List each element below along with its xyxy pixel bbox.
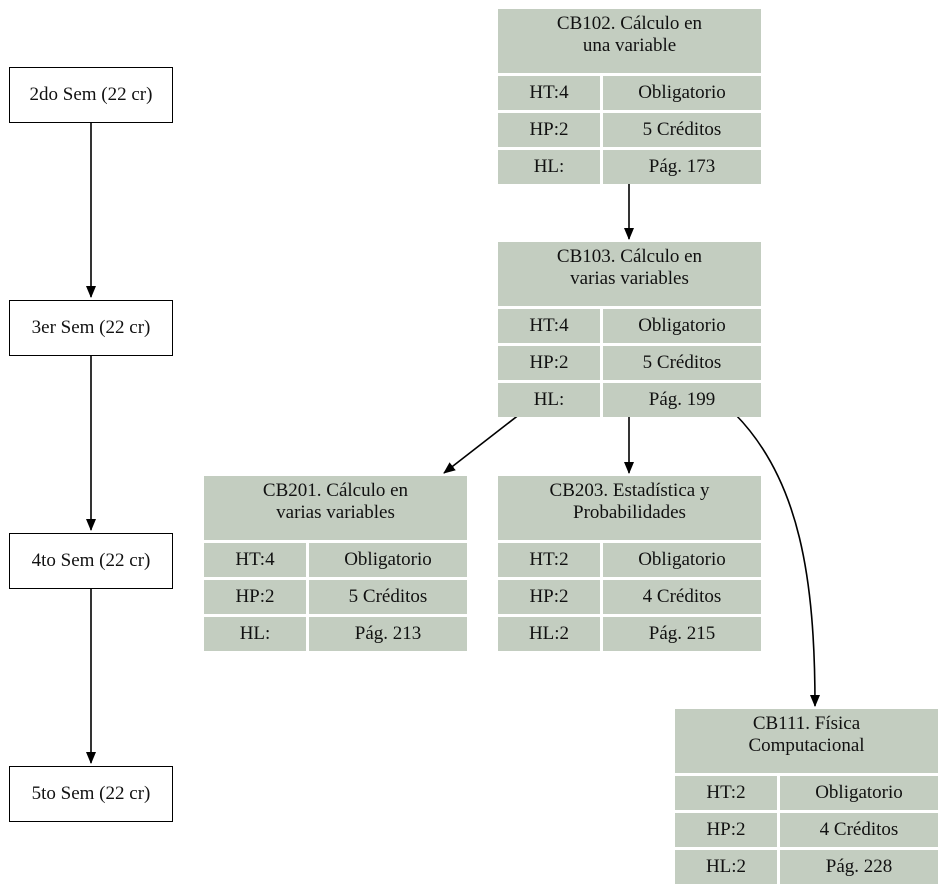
hp-cell: HP:2 [498,113,600,147]
course-title-line1: CB102. Cálculo en [556,13,703,34]
ht-cell: HT:2 [675,776,777,810]
course-title-line2: varias variables [570,268,689,289]
semester-4-box: 4to Sem (22 cr) [9,533,173,589]
course-title: CB201. Cálculo en varias variables [204,476,467,540]
course-title-line2: Computacional [748,735,865,756]
ht-cell: HT:4 [498,76,600,110]
hl-cell: HL:2 [498,617,600,651]
semester-3-box: 3er Sem (22 cr) [9,300,173,356]
hl-cell: HL: [498,150,600,184]
semester-4-label: 4to Sem (22 cr) [31,550,151,571]
hl-cell: HL:2 [675,850,777,884]
hp-cell: HP:2 [675,813,777,847]
type-cell: Obligatorio [603,309,761,343]
course-title-line2: Probabilidades [573,502,686,523]
ht-cell: HT:4 [204,543,306,577]
course-title: CB203. Estadística y Probabilidades [498,476,761,540]
hl-cell: HL: [204,617,306,651]
course-cb111: CB111. Física Computacional HT:2 Obligat… [675,709,938,884]
course-title-line1: CB103. Cálculo en [556,246,703,267]
course-title-line1: CB201. Cálculo en [262,480,409,501]
type-cell: Obligatorio [780,776,938,810]
course-title-line1: CB203. Estadística y [549,480,710,501]
page-cell: Pág. 173 [603,150,761,184]
page-cell: Pág. 213 [309,617,467,651]
course-title: CB111. Física Computacional [675,709,938,773]
course-title: CB102. Cálculo en una variable [498,9,761,73]
hp-cell: HP:2 [498,580,600,614]
hp-cell: HP:2 [204,580,306,614]
course-cb102: CB102. Cálculo en una variable HT:4 Obli… [498,9,761,184]
page-cell: Pág. 199 [603,383,761,417]
semester-2-box: 2do Sem (22 cr) [9,67,173,123]
edge-cb103-cb201 [443,413,521,474]
credits-cell: 4 Créditos [780,813,938,847]
type-cell: Obligatorio [603,543,761,577]
credits-cell: 5 Créditos [603,113,761,147]
course-cb203: CB203. Estadística y Probabilidades HT:2… [498,476,761,651]
ht-cell: HT:4 [498,309,600,343]
semester-3-label: 3er Sem (22 cr) [31,317,151,338]
hp-cell: HP:2 [498,346,600,380]
page-cell: Pág. 215 [603,617,761,651]
semester-2-label: 2do Sem (22 cr) [29,84,153,105]
ht-cell: HT:2 [498,543,600,577]
type-cell: Obligatorio [603,76,761,110]
semester-5-label: 5to Sem (22 cr) [31,783,151,804]
course-cb103: CB103. Cálculo en varias variables HT:4 … [498,242,761,417]
credits-cell: 5 Créditos [309,580,467,614]
page-cell: Pág. 228 [780,850,938,884]
credits-cell: 5 Créditos [603,346,761,380]
course-title-line1: CB111. Física [752,713,861,734]
hl-cell: HL: [498,383,600,417]
course-title: CB103. Cálculo en varias variables [498,242,761,306]
semester-5-box: 5to Sem (22 cr) [9,766,173,822]
course-title-line2: varias variables [276,502,395,523]
credits-cell: 4 Créditos [603,580,761,614]
course-cb201: CB201. Cálculo en varias variables HT:4 … [204,476,467,651]
type-cell: Obligatorio [309,543,467,577]
course-title-line2: una variable [582,35,677,56]
edge-cb103-cb111 [734,413,820,707]
